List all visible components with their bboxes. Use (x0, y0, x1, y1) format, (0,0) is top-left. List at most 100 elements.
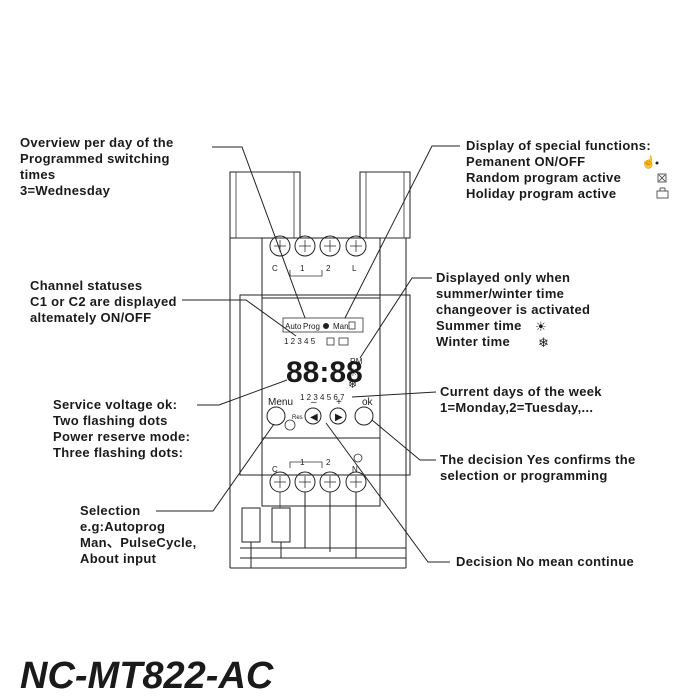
plus-label: + (336, 397, 342, 408)
leader-selection (156, 423, 275, 512)
callout-line: Three flashing dots: (53, 445, 183, 460)
load-left (241, 507, 261, 543)
menu-button[interactable] (266, 406, 286, 426)
model-name: NC-MT822-AC (20, 655, 274, 697)
leader-yes (371, 419, 436, 461)
leader-overview (212, 146, 306, 319)
snowflake-icon: ❄ (538, 335, 549, 350)
callout-line: Power reserve mode: (53, 429, 190, 444)
relay-contact (289, 461, 323, 468)
holiday-icon (338, 337, 349, 346)
housing (261, 237, 381, 507)
callout-line: 1=Monday,2=Tuesday,... (440, 400, 593, 415)
ok-button[interactable] (354, 406, 374, 426)
menu-label: Menu (268, 397, 293, 408)
holiday-icon (656, 190, 669, 199)
callout-line: Random program active (466, 170, 621, 185)
terminal-screw (269, 235, 291, 257)
relay-contact (289, 270, 323, 277)
ok-label: ok (362, 397, 374, 408)
rail-left-inner (235, 171, 295, 239)
callout-line: Holiday program active (466, 186, 616, 201)
callout-selection: Selection e.g:Autoprog Man、PulseCycle, A… (80, 503, 197, 566)
rail-right-inner (365, 171, 405, 239)
callout-line: Programmed switching (20, 151, 170, 166)
callout-line: About input (80, 551, 157, 566)
random-icon (326, 337, 335, 346)
leader-special (344, 145, 460, 319)
lcd-bars: 1 2 3 4 5 (284, 337, 316, 346)
callout-line: Pemanent ON/OFF (466, 154, 585, 169)
res-label: Res (292, 415, 303, 421)
callout-channel: Channel statuses C1 or C2 are displayed … (30, 278, 177, 325)
reset-button[interactable] (284, 419, 296, 431)
lcd-days-row: 1 2 3 4 5 6 7 (300, 393, 345, 402)
callout-line: times (20, 167, 55, 182)
button-row: Menu Res – ◀ + ▶ ok (266, 397, 374, 431)
leader-days (351, 391, 437, 398)
left-arrow-icon: ◀ (310, 412, 318, 423)
bottom-terminal-block: C 1 2 N (269, 453, 367, 493)
plus-button[interactable] (329, 407, 347, 425)
terminal-label: L (352, 264, 357, 273)
callout-line: e.g:Autoprog (80, 519, 165, 534)
terminal-label: C (272, 264, 278, 273)
callout-line: selection or programming (440, 468, 608, 483)
callout-line: Overview per day of the (20, 135, 174, 150)
leader-channel (182, 299, 297, 337)
lcd-auto: Auto (285, 322, 302, 331)
top-terminal-block: C 1 2 L (269, 235, 367, 277)
lcd-man: Man (333, 322, 349, 331)
leader-no (325, 422, 450, 563)
callout-line: Current days of the week (440, 384, 602, 399)
minus-label: – (311, 397, 317, 408)
callout-line: Two flashing dots (53, 413, 168, 428)
terminal-label: 1 (300, 458, 305, 467)
callout-line: The decision Yes confirms the (440, 452, 636, 467)
callout-line: changeover is activated (436, 302, 590, 317)
leader-lines (156, 145, 460, 563)
rail-left-frame (229, 171, 301, 239)
terminal-label: 1 (300, 264, 305, 273)
lcd-top-strip (282, 317, 364, 333)
callout-line: 3=Wednesday (20, 183, 111, 198)
callout-line: C1 or C2 are displayed (30, 294, 177, 309)
callout-line: Service voltage ok: (53, 397, 177, 412)
lcd-prog: Prog (303, 322, 320, 331)
callout-line: Display of special functions: (466, 138, 651, 153)
lcd-rm: RM (350, 357, 363, 366)
callout-line: Decision No mean continue (456, 554, 634, 569)
lcd-display: Auto Prog Man 1 2 3 4 5 88:88 RM ☀ ❄ 1 2… (282, 317, 364, 402)
callout-decision-yes: The decision Yes confirms the selection … (440, 452, 636, 483)
callout-line: Channel statuses (30, 278, 142, 293)
terminal-label: C (272, 465, 278, 474)
device: C 1 2 L Auto Prog Man 1 2 3 4 5 88:88 RM… (229, 171, 411, 569)
ground-icon (353, 453, 363, 463)
callout-line: Man、PulseCycle, (80, 535, 197, 550)
lcd-digits: 88:88 (286, 356, 363, 389)
minus-button[interactable] (304, 407, 322, 425)
callout-line: Winter time (436, 334, 510, 349)
callout-line: summer/winter time (436, 286, 564, 301)
load-right (271, 507, 291, 543)
wiring (229, 238, 407, 569)
terminal-screw (319, 235, 341, 257)
terminal-label: N (352, 465, 358, 474)
right-arrow-icon: ▶ (335, 412, 343, 423)
clock-icon (323, 323, 329, 329)
random-icon (657, 173, 667, 183)
leader-summer (359, 277, 432, 359)
callout-line: Displayed only when (436, 270, 570, 285)
callout-decision-no: Decision No mean continue (456, 554, 634, 569)
dot-icon (655, 161, 659, 165)
snowflake-icon: ❄ (348, 379, 357, 391)
terminal-screw (345, 235, 367, 257)
callout-summer: Displayed only when summer/winter time c… (436, 270, 590, 350)
sun-icon: ☀ (535, 319, 547, 334)
sun-icon: ☀ (348, 367, 358, 379)
callout-service: Service voltage ok: Two flashing dots Po… (53, 397, 190, 460)
terminal-label: 2 (326, 264, 331, 273)
front-panel (239, 294, 411, 476)
hand-icon (348, 321, 356, 330)
